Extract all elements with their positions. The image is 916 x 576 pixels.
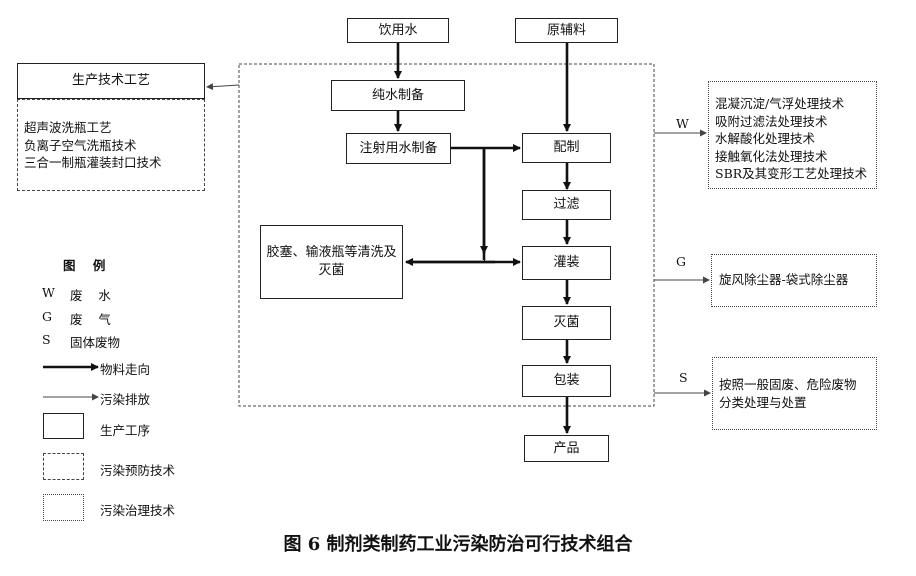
legend-material-flow-label: 物料走向	[100, 362, 151, 377]
legend-treatment-swatch	[43, 494, 84, 521]
material-flow-arrows	[394, 43, 571, 434]
production-enclosure	[238, 63, 655, 407]
sterilize-box: 灭菌	[522, 306, 611, 340]
compounding-box: 配制	[522, 133, 611, 163]
process-tech-title-box: 生产技术工艺	[17, 63, 205, 99]
wastewater-tech-list: 混凝沉淀/气浮处理技术 吸附过滤法处理技术 水解酸化处理技术 接触氧化法处理技术…	[708, 81, 877, 189]
gas-tech-item: 旋风除尘器-袋式除尘器	[719, 272, 849, 287]
process-tech-list: 超声波洗瓶工艺 负离子空气洗瓶技术 三合一制瓶灌装封口技术	[17, 99, 205, 191]
legend-prevention-label: 污染预防技术	[100, 463, 176, 478]
stopper-wash-label: 胶塞、输液瓶等清洗及灭菌	[266, 245, 397, 278]
drinking-water-box: 饮用水	[347, 18, 449, 43]
packaging-box: 包装	[522, 365, 611, 397]
drinking-water-label: 饮用水	[378, 22, 418, 38]
wastewater-tag: W	[676, 116, 689, 131]
raw-materials-box: 原辅料	[515, 18, 618, 43]
gas-tag: G	[676, 254, 686, 269]
pure-water-box: 纯水制备	[331, 80, 465, 111]
compounding-label: 配制	[553, 140, 580, 156]
packaging-label: 包装	[553, 373, 580, 389]
injection-water-box: 注射用水制备	[346, 133, 451, 164]
pollution-discharge-arrows	[206, 83, 711, 397]
legend-pollution-label: 污染排放	[100, 392, 151, 407]
legend-code-g: G	[42, 309, 52, 324]
product-box: 产品	[524, 435, 609, 462]
filling-box: 灌装	[522, 246, 611, 280]
wastewater-tech-item: 接触氧化法处理技术	[715, 148, 828, 164]
raw-materials-label: 原辅料	[546, 22, 586, 38]
legend-production-swatch	[43, 413, 84, 439]
wastewater-tech-item: 吸附过滤法处理技术	[715, 113, 828, 129]
legend-prevention-swatch	[43, 453, 84, 480]
solid-tech-item: 按照一般固废、危险废物	[719, 377, 857, 392]
legend-code-s: S	[42, 332, 51, 347]
figure-caption: 图 6 制剂类制药工业污染防治可行技术组合	[283, 534, 633, 555]
wastewater-tech-item: 混凝沉淀/气浮处理技术	[715, 96, 845, 111]
legend-title: 图 例	[63, 258, 106, 273]
filling-label: 灌装	[553, 255, 580, 271]
stopper-wash-box: 胶塞、输液瓶等清洗及灭菌	[260, 225, 403, 299]
legend-code-w: W	[42, 285, 55, 300]
legend-text-s: 固体废物	[70, 335, 121, 350]
solid-tech-item: 分类处理与处置	[719, 394, 807, 410]
legend-text-g: 废 气	[70, 312, 111, 327]
process-tech-item: 超声波洗瓶工艺	[24, 120, 112, 135]
legend-production-label: 生产工序	[100, 423, 151, 438]
product-label: 产品	[553, 440, 580, 456]
legend-treatment-label: 污染治理技术	[100, 503, 176, 518]
pure-water-label: 纯水制备	[371, 87, 424, 103]
wastewater-tech-item: SBR及其变形工艺处理技术	[715, 166, 868, 181]
process-tech-item: 负离子空气洗瓶技术	[24, 137, 137, 153]
solid-tag: S	[679, 370, 688, 385]
wastewater-tech-item: 水解酸化处理技术	[715, 131, 816, 146]
filtering-label: 过滤	[553, 197, 580, 213]
process-tech-title: 生产技术工艺	[71, 73, 150, 89]
process-tech-item: 三合一制瓶灌装封口技术	[24, 155, 162, 170]
sterilize-label: 灭菌	[553, 315, 580, 331]
gas-tech-list: 旋风除尘器-袋式除尘器	[711, 254, 877, 307]
solid-tech-list: 按照一般固废、危险废物 分类处理与处置	[712, 357, 877, 430]
injection-water-label: 注射用水制备	[359, 140, 438, 156]
filtering-box: 过滤	[522, 190, 611, 220]
legend-text-w: 废 水	[70, 288, 111, 303]
